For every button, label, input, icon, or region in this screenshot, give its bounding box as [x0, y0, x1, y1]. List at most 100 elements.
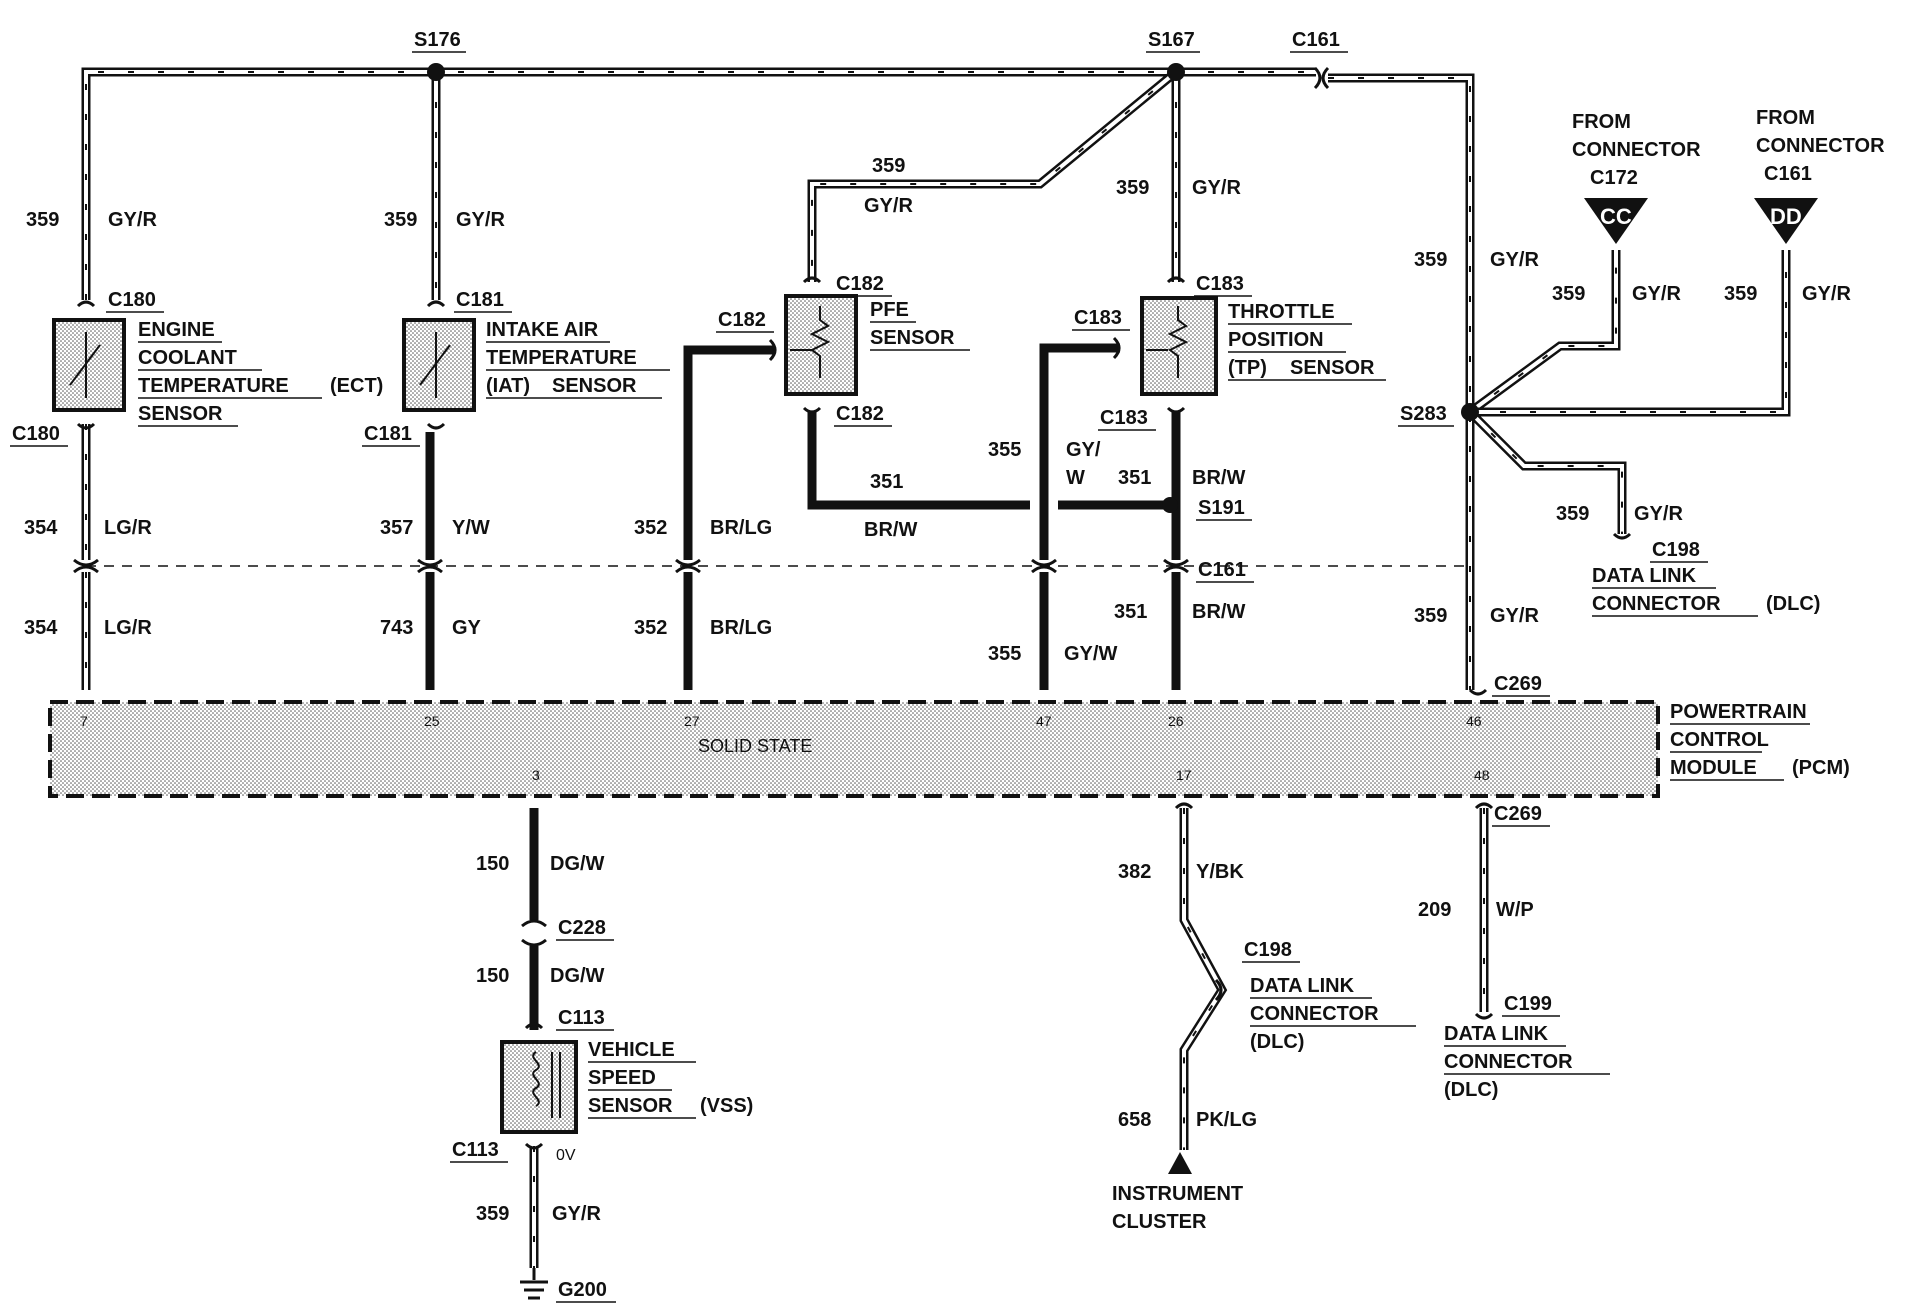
connector-c113-bot: C113 [452, 1139, 499, 1161]
svg-text:46: 46 [1466, 713, 1482, 729]
svg-text:359: 359 [1414, 249, 1447, 271]
tp-prefix: (TP) [1228, 357, 1267, 379]
connector-c161-mid-label: C161 [1198, 559, 1246, 581]
svg-text:658: 658 [1118, 1109, 1151, 1131]
splice-s191-label: S191 [1198, 497, 1245, 519]
connector-c181-top: C181 [456, 289, 504, 311]
svg-text:351: 351 [1118, 467, 1151, 489]
splice-dots [427, 63, 1479, 513]
svg-text:BR/W: BR/W [1192, 467, 1245, 489]
iat-sensor [402, 318, 476, 412]
svg-text:DG/W: DG/W [550, 853, 605, 875]
from-c161-triangle [1754, 198, 1818, 244]
svg-text:GY/R: GY/R [1632, 283, 1681, 305]
svg-text:150: 150 [476, 965, 509, 987]
dlc-right-2: CONNECTOR [1592, 593, 1721, 615]
tp-name-3: SENSOR [1290, 357, 1375, 379]
ect-name-4: SENSOR [138, 403, 223, 425]
svg-text:357: 357 [380, 517, 413, 539]
svg-text:209: 209 [1418, 899, 1451, 921]
svg-text:GY/R: GY/R [1490, 249, 1539, 271]
svg-text:GY/R: GY/R [864, 195, 913, 217]
connector-c183-bot: C183 [1100, 407, 1148, 429]
from-c172-triangle [1584, 198, 1648, 244]
svg-text:GY/R: GY/R [1192, 177, 1241, 199]
connector-c198-lower: C198 [1244, 939, 1292, 961]
svg-text:GY: GY [452, 617, 482, 639]
svg-text:Y/BK: Y/BK [1196, 861, 1244, 883]
svg-text:BR/W: BR/W [864, 519, 917, 541]
splice-s283-label: S283 [1400, 403, 1447, 425]
connector-c180-top: C180 [108, 289, 156, 311]
dlc-right-1: DATA LINK [1592, 565, 1697, 587]
svg-text:359: 359 [1414, 605, 1447, 627]
vss-name-3: SENSOR [588, 1095, 673, 1117]
ect-name-2: COOLANT [138, 347, 237, 369]
svg-text:Y/W: Y/W [452, 517, 490, 539]
svg-text:355: 355 [988, 643, 1021, 665]
svg-text:GY/R: GY/R [1802, 283, 1851, 305]
pcm-inner-label: SOLID STATE [698, 736, 812, 756]
vss-suffix: (VSS) [700, 1095, 753, 1117]
from-c172-1: FROM [1572, 111, 1631, 133]
ect-suffix: (ECT) [330, 375, 383, 397]
svg-text:LG/R: LG/R [104, 617, 152, 639]
svg-text:GY/R: GY/R [1490, 605, 1539, 627]
from-c172-3: C172 [1590, 167, 1638, 189]
pfe-sensor [784, 294, 858, 396]
svg-text:GY/R: GY/R [456, 209, 505, 231]
circuit-labels: 359 GY/R 359 GY/R 359 GY/R 359 GY/R 359 … [24, 155, 1851, 1225]
splice-s191-dot [1162, 497, 1178, 513]
splice-s176-dot [427, 63, 445, 81]
svg-text:25: 25 [424, 713, 440, 729]
iat-name-1: INTAKE AIR [486, 319, 599, 341]
svg-text:359: 359 [476, 1203, 509, 1225]
iat-prefix: (IAT) [486, 375, 530, 397]
from-c161-3: C161 [1764, 163, 1812, 185]
svg-text:359: 359 [872, 155, 905, 177]
from-c172-code: CC [1600, 204, 1632, 229]
dlc-right-suffix: (DLC) [1766, 593, 1820, 615]
connector-c269-bot: C269 [1494, 803, 1542, 825]
connector-c161-top-label: C161 [1292, 29, 1340, 51]
connector-c180-bot: C180 [12, 423, 60, 445]
tp-name-2: POSITION [1228, 329, 1324, 351]
instrument-cluster-1: INSTRUMENT [1112, 1183, 1243, 1205]
instrument-cluster-2: CLUSTER [1112, 1211, 1207, 1233]
svg-text:GY/R: GY/R [108, 209, 157, 231]
from-c161-code: DD [1770, 204, 1802, 229]
ground-g200 [520, 1268, 548, 1300]
splice-s167-label: S167 [1148, 29, 1195, 51]
from-c161-1: FROM [1756, 107, 1815, 129]
svg-text:BR/W: BR/W [1192, 601, 1245, 623]
from-c172-2: CONNECTOR [1572, 139, 1701, 161]
svg-text:359: 359 [1724, 283, 1757, 305]
svg-text:352: 352 [634, 617, 667, 639]
connector-c183-top: C183 [1196, 273, 1244, 295]
dlc-c199-2: CONNECTOR [1444, 1051, 1573, 1073]
svg-text:351: 351 [870, 471, 903, 493]
connector-c228: C228 [558, 917, 606, 939]
ect-name-3: TEMPERATURE [138, 375, 289, 397]
ect-sensor [52, 318, 126, 412]
connector-c182-left: C182 [718, 309, 766, 331]
svg-text:352: 352 [634, 517, 667, 539]
iat-name-2: TEMPERATURE [486, 347, 637, 369]
svg-text:W/P: W/P [1496, 899, 1534, 921]
ect-name-1: ENGINE [138, 319, 215, 341]
dlc-mid-2: CONNECTOR [1250, 1003, 1379, 1025]
wire-355-upper [1039, 343, 1120, 560]
svg-text:47: 47 [1036, 713, 1052, 729]
svg-text:3: 3 [532, 767, 540, 783]
connector-c182-bot: C182 [836, 403, 884, 425]
connector-c199: C199 [1504, 993, 1552, 1015]
connector-c113-top: C113 [558, 1007, 605, 1029]
connector-c198-dlc: C198 [1652, 539, 1700, 561]
svg-text:PK/LG: PK/LG [1196, 1109, 1257, 1131]
iat-name-3: SENSOR [552, 375, 637, 397]
svg-text:BR/LG: BR/LG [710, 517, 772, 539]
tp-sensor [1140, 296, 1218, 396]
vss-zero-volt: 0V [556, 1147, 576, 1164]
component-labels: ENGINE COOLANT TEMPERATURE (ECT) SENSOR … [138, 107, 1885, 1233]
